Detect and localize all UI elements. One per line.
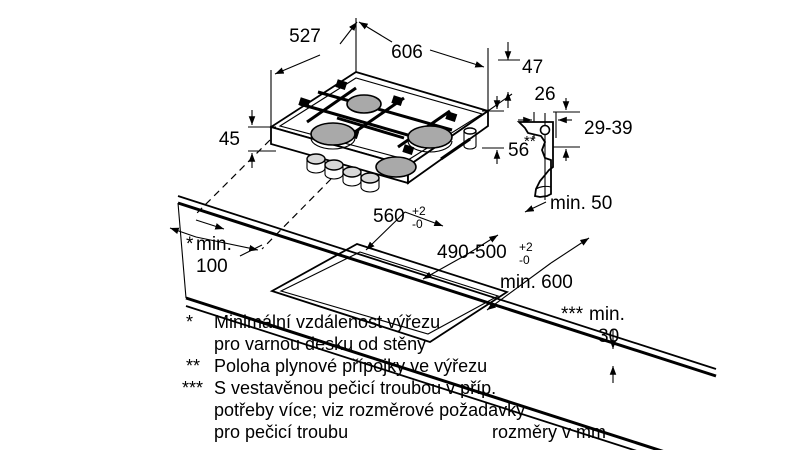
legend-line-3c: pro pečicí troubu [214, 422, 348, 442]
cutout-outer-rim [269, 243, 510, 343]
dim-label-min30-marker: *** [561, 304, 584, 325]
dim-label-45: 45 [219, 129, 240, 150]
legend-block: * Minimální vzdálenost výřezu pro varnou… [182, 312, 606, 442]
knob-2 [324, 159, 344, 180]
dim-tol-560-minus: -0 [412, 217, 423, 231]
dim-arrow-606-left [358, 21, 393, 43]
burner-base-front-right [375, 166, 417, 178]
dim-label-26: 26 [534, 84, 555, 105]
dim-label-min100-word: min. [196, 234, 232, 255]
worktop-left-end [177, 202, 187, 299]
dim-label-min600: min. 600 [500, 272, 573, 293]
grate-rail-3 [336, 116, 405, 140]
dim-arrow-527-down [274, 54, 321, 75]
legend-marker-2: ** [186, 356, 200, 376]
dim-label-490-500: 490-500 [437, 242, 507, 263]
dim-label-606: 606 [391, 42, 423, 63]
grate-cross-4 [440, 137, 471, 161]
burner-ring-rear-right [407, 140, 453, 153]
dim-arrow-490-lower [422, 254, 467, 280]
worktop-assembly [177, 195, 717, 450]
worktop-rear-edge-bottom [177, 201, 717, 378]
dim-label-47: 47 [522, 57, 543, 78]
legend-marker-1: * [186, 312, 193, 332]
dim-arrow-490-upper [465, 234, 499, 256]
worktop-front-edge-top [185, 296, 664, 450]
dim-arrow-min100-c [195, 236, 259, 252]
grate-foot-1 [335, 79, 348, 90]
hob-burners [310, 94, 453, 178]
dim-label-560: 560 [373, 206, 405, 227]
legend-line-3b: potřeby více; viz rozměrové požadavky [214, 400, 525, 420]
dim-arrow-min600-up [550, 237, 590, 264]
legend-line-1a: Minimální vzdálenost výřezu [214, 312, 440, 332]
dim-arrow-min100-b [169, 227, 197, 238]
dim-arrow-560-right [404, 211, 444, 227]
dim-arrow-min100-a [195, 219, 225, 230]
dim-tol-490-plus: +2 [519, 240, 533, 254]
dim-label-min30-word: min. [589, 304, 625, 325]
dim-label-56: 56 [508, 140, 529, 161]
dim-arrow-560-left [365, 211, 406, 251]
dim-label-min100-value: 100 [196, 256, 228, 277]
dim-label-min50: min. 50 [550, 193, 612, 214]
knob-4 [360, 172, 380, 193]
burner-base-front-left [310, 133, 356, 146]
grate-cross-1 [306, 86, 357, 124]
legend-line-1b: pro varnou desku od stěny [214, 334, 426, 354]
gas-connection-detail: ** [516, 113, 554, 200]
dim-label-min30-value: 30 [598, 326, 619, 347]
dim-tol-560-plus: +2 [412, 204, 426, 218]
grate-foot-3 [445, 111, 458, 122]
worktop-rear-edge-top [177, 195, 717, 370]
grate-foot-4 [298, 97, 311, 108]
dim-tol-490-minus: -0 [519, 253, 530, 267]
dimension-annotations: 606 527 45 47 56 [169, 18, 633, 383]
legend-line-2a: Poloha plynové přípojky ve výřezu [214, 356, 487, 376]
dim-label-29-39: 29-39 [584, 118, 633, 139]
dim-arrow-527-up [339, 21, 358, 45]
ext-line-min100 [239, 244, 263, 257]
gas-connection-point-icon [539, 124, 551, 136]
projection-lines [195, 139, 332, 250]
knob-3 [342, 166, 362, 187]
dim-arrow-606-right [429, 49, 485, 68]
dim-arrow-min600-down [486, 262, 552, 311]
units-note: rozměry v mm [492, 422, 606, 442]
grate-foot-2 [391, 95, 404, 106]
projection-line-left [195, 139, 271, 215]
worktop-front-edge-bottom [185, 305, 637, 450]
burner-base-rear-right [407, 136, 453, 149]
hob-control-knobs [306, 153, 380, 193]
projection-line-inner [261, 178, 332, 250]
burner-base-rear-left [346, 103, 382, 114]
gas-connection-marker-label: ** [524, 133, 536, 150]
gas-bracket-curve [535, 185, 552, 190]
dim-label-min100-marker: * [186, 234, 194, 255]
legend-marker-3: *** [182, 378, 203, 398]
cutout-inner-edge [279, 251, 500, 335]
gas-hob-assembly [268, 71, 491, 193]
dim-label-527: 527 [289, 26, 321, 47]
burner-ring-front-left [310, 137, 356, 150]
hob-plate-inner-trim [278, 77, 484, 161]
legend-line-3a: S vestavěnou pečicí troubou v příp. [214, 378, 496, 398]
dim-leader-min50 [524, 201, 547, 213]
hob-mounting-pin [463, 127, 477, 150]
